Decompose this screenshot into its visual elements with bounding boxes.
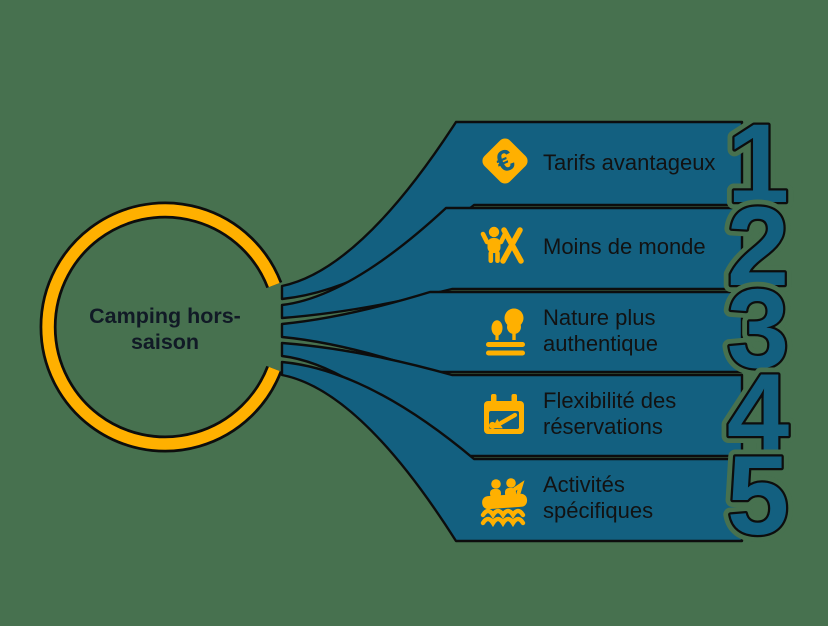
benefit-label-4-line1: Flexibilité des <box>543 388 676 413</box>
rafter-head-left <box>491 479 501 489</box>
tent-poles <box>500 227 524 264</box>
raft-hull <box>482 493 528 510</box>
calendar-arrow-icon <box>484 394 524 434</box>
person-body <box>487 238 501 253</box>
rafter-head-right <box>506 478 516 488</box>
ring-orange <box>42 204 280 450</box>
tree-trunk <box>512 331 516 340</box>
step-number-halo-2: 2 <box>727 184 789 309</box>
benefit-label-2: Moins de monde <box>543 234 706 259</box>
benefit-label-4-line2: réservations <box>543 414 663 439</box>
euro-price-tag-icon: € <box>482 138 528 184</box>
tag-shape <box>482 138 528 184</box>
step-number-halo-4: 4 <box>727 351 789 476</box>
small-tree-trunk <box>495 333 499 340</box>
benefit-label-3-line2: authentique <box>543 331 658 356</box>
wave-line-2 <box>480 516 526 528</box>
person-tent-icon <box>480 226 524 264</box>
paddle-arm <box>513 480 525 497</box>
step-number-5: 5 <box>727 433 789 558</box>
center-circle-ring <box>39 201 283 453</box>
step-number-halo-5: 5 <box>727 433 789 558</box>
tree-mid <box>507 320 521 334</box>
step-number-4: 4 <box>727 351 789 476</box>
step-number-3: 3 <box>727 266 789 391</box>
benefit-label-5-line1: Activités <box>543 472 625 497</box>
arrow-line <box>498 412 518 426</box>
step-number-2: 2 <box>727 184 789 309</box>
center-title-line1: Camping hors- <box>89 304 241 328</box>
banner-shape-5 <box>280 360 744 543</box>
person-head <box>488 226 500 238</box>
benefit-label-1: Tarifs avantageux <box>543 150 715 175</box>
center-title-line2: saison <box>131 330 199 354</box>
small-tree-top <box>491 320 503 336</box>
benefit-label-3-line1: Nature plus <box>543 305 656 330</box>
benefit-item-5 <box>280 360 744 543</box>
person-leg-left <box>488 251 494 263</box>
trees-nature-icon <box>486 308 525 356</box>
ground-line-1 <box>486 342 525 347</box>
step-number-halo-3: 3 <box>727 266 789 391</box>
step-number-1: 1 <box>727 101 789 226</box>
arrow-dot <box>488 421 497 430</box>
ground-line-2 <box>486 350 525 356</box>
person-leg-right <box>495 251 500 263</box>
wave-line-1 <box>480 508 526 520</box>
benefit-label-5-line2: spécifiques <box>543 498 653 523</box>
step-number-halo-1: 1 <box>727 101 789 226</box>
rafting-icon <box>480 478 528 528</box>
